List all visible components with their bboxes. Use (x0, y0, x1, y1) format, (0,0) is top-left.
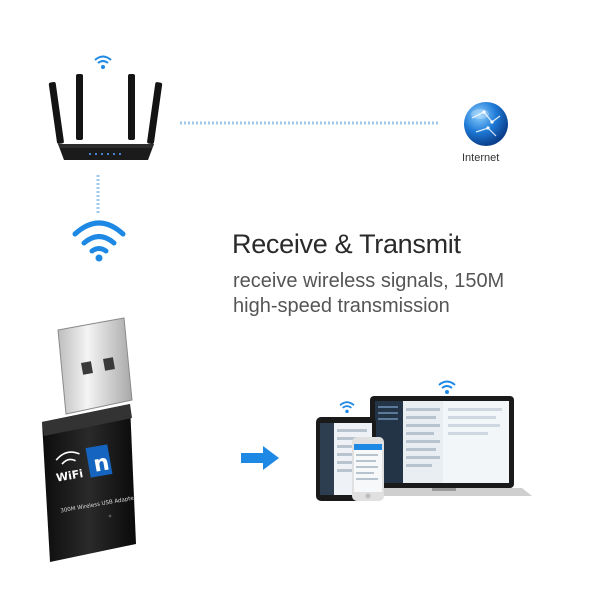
phone-icon (352, 437, 384, 501)
headline-title: Receive & Transmit (232, 229, 461, 259)
wifi-signal-icon (438, 380, 456, 394)
svg-text:n: n (92, 450, 112, 477)
laptop-icon (362, 396, 532, 496)
svg-text:WiFi: WiFi (55, 467, 84, 485)
headline-line-1: receive wireless signals, 150M (233, 270, 505, 292)
wifi-signal-icon (94, 55, 112, 69)
connection-line-horizontal (180, 121, 438, 125)
connection-line-vertical (96, 175, 100, 213)
globe-icon (464, 102, 508, 146)
internet-label: Internet (462, 152, 500, 164)
wifi-large-icon (72, 220, 126, 262)
headline-line-2: high-speed transmission (233, 295, 450, 317)
router-icon (48, 74, 163, 160)
arrow-right-icon (241, 446, 279, 470)
usb-adapter-icon: n WiFi 300M Wireless USB Adapter (42, 317, 137, 562)
wifi-signal-icon (339, 401, 355, 414)
